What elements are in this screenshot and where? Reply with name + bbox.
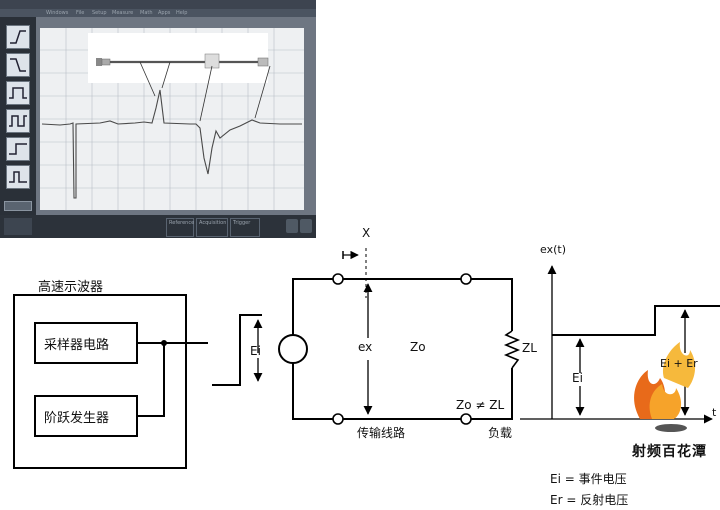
load-top-wire: [471, 279, 512, 331]
graph-t-axis-label: t: [712, 406, 716, 419]
sidebar-action-button[interactable]: [4, 201, 32, 211]
load-resistor: [506, 331, 518, 368]
watermark-text: 射频百花潭: [632, 441, 707, 461]
zl-label: ZL: [522, 341, 537, 355]
step-generator-label: 阶跃发生器: [44, 407, 109, 426]
zo-not-equal-zl: Zo ≠ ZL: [456, 398, 504, 412]
scope-title-bar: [0, 0, 316, 9]
menu-measure[interactable]: Measure: [112, 10, 133, 16]
rise-edge-icon: [7, 26, 29, 48]
pulse-button[interactable]: [6, 81, 30, 105]
x-marker-label: X: [362, 226, 370, 240]
pulse-icon: [7, 82, 29, 104]
load-label: 负载: [488, 424, 512, 441]
status-cell-trigger[interactable]: Trigger: [230, 218, 260, 237]
ei-step-label: Ei: [250, 344, 261, 358]
channel-indicators: [4, 218, 32, 235]
line-photo-inset: [88, 33, 268, 83]
menu-windows[interactable]: Windows: [46, 10, 68, 16]
scope-menu-bar: Windows File Setup Measure Math Apps Hel…: [0, 9, 316, 17]
source-bottom-wire: [293, 363, 333, 419]
graph-y-axis-label: ex(t): [540, 243, 566, 256]
step-icon: [7, 138, 29, 160]
sampler-label: 采样器电路: [44, 334, 109, 353]
scope-display: [40, 28, 304, 210]
terminal-top-right: [461, 274, 471, 284]
junction-dot: [161, 340, 167, 346]
rise-time-button[interactable]: [6, 25, 30, 49]
status-cell-reference[interactable]: Reference: [166, 218, 194, 237]
menu-math[interactable]: Math: [140, 10, 153, 16]
menu-apps[interactable]: Apps: [158, 10, 170, 16]
square-wave-icon: [7, 110, 29, 132]
source-circle: [279, 335, 307, 363]
oscilloscope-title: 高速示波器: [38, 276, 103, 295]
source-top-wire: [293, 279, 333, 335]
menu-help[interactable]: Help: [176, 10, 187, 16]
trigger-button[interactable]: [6, 137, 30, 161]
oscilloscope-box: [14, 295, 186, 468]
oscilloscope-screenshot: Windows File Setup Measure Math Apps Hel…: [0, 0, 316, 238]
ex-label: ex: [358, 340, 372, 354]
menu-file[interactable]: File: [76, 10, 84, 16]
graph-ei-label: Ei: [572, 371, 583, 385]
menu-setup[interactable]: Setup: [92, 10, 107, 16]
generator-feed-wire: [137, 343, 164, 416]
run-button[interactable]: [286, 219, 298, 233]
scope-status-bar: Reference Acquisition Trigger: [0, 215, 316, 238]
terminal-top-left: [333, 274, 343, 284]
legend-er: Er = 反射电压: [550, 491, 628, 508]
fall-edge-icon: [7, 54, 29, 76]
legend-ei: Ei = 事件电压: [550, 470, 627, 487]
crosstalk-icon: [7, 166, 29, 188]
fall-time-button[interactable]: [6, 53, 30, 77]
graph-ei-er-label: Ei + Er: [660, 357, 698, 370]
crosstalk-button[interactable]: [6, 165, 30, 189]
terminal-bottom-right: [461, 414, 471, 424]
timebase-button[interactable]: [6, 109, 30, 133]
graph-step-trace: [552, 306, 720, 335]
z0-label: Zo: [410, 340, 426, 354]
status-cell-acquisition[interactable]: Acquisition: [196, 218, 228, 237]
transmission-line-label: 传输线路: [357, 424, 405, 441]
terminal-bottom-left: [333, 414, 343, 424]
stop-button[interactable]: [300, 219, 312, 233]
scope-sidebar: [0, 17, 36, 215]
